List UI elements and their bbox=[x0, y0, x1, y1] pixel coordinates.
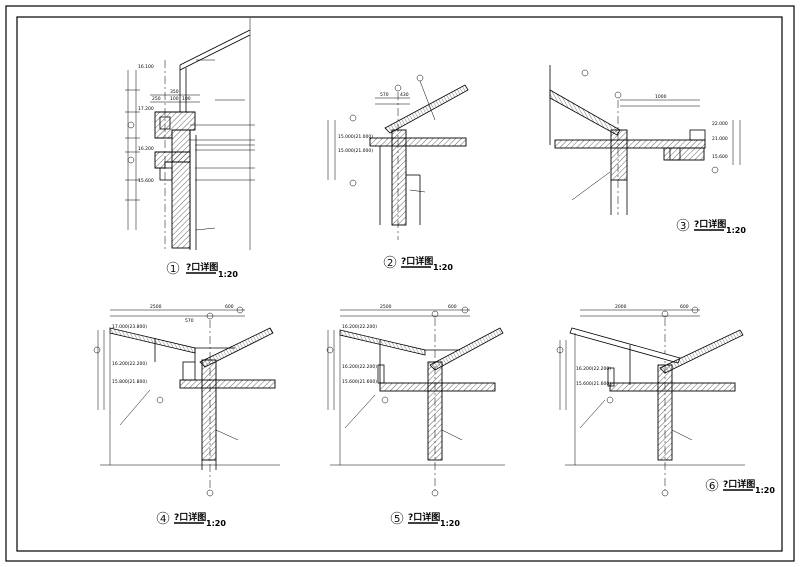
d4-number: 4 bbox=[160, 514, 166, 525]
d4-elev: 17.000(23.800) bbox=[112, 324, 147, 330]
d2-caption: ?口详图 bbox=[401, 255, 433, 267]
d3-wall bbox=[610, 129, 628, 181]
d4-dim: 600 bbox=[225, 304, 234, 310]
d1-dim-sub: 100 bbox=[182, 96, 191, 102]
d3-scale: 1:20 bbox=[726, 226, 746, 235]
d4-dim: 570 bbox=[185, 318, 194, 324]
d6-caption: ?口详图 bbox=[723, 478, 755, 490]
d4-elev: 16.200(22.200) bbox=[112, 361, 147, 367]
d1-scale: 1:20 bbox=[218, 270, 238, 279]
d3-elev: 22.000 bbox=[712, 121, 728, 127]
d1-number-circle bbox=[166, 261, 180, 275]
d6-wall bbox=[657, 364, 673, 461]
d4-slab bbox=[179, 379, 276, 389]
d1-dim-top: 350 bbox=[170, 89, 179, 95]
d5-dim: 2500 bbox=[380, 304, 392, 310]
d2-dim: 570 bbox=[380, 92, 389, 98]
d3-slab bbox=[554, 139, 706, 149]
d1-elev: 16.200 bbox=[138, 146, 154, 152]
d6-elev: 16.200(22.200) bbox=[576, 366, 611, 372]
d2-elev: 15.000(21.000) bbox=[338, 148, 373, 154]
d3-elev: 21.000 bbox=[712, 136, 728, 142]
detail-6: 2000 600 16.200(22.200) 15.600(21.600) 6… bbox=[556, 304, 775, 497]
d3-number: 3 bbox=[680, 221, 686, 232]
d4-wall bbox=[201, 359, 217, 461]
d5-caption: ?口详图 bbox=[408, 511, 440, 523]
detail-2: 570 430 15.000(21.000) 15.000(21.000) 2 … bbox=[327, 74, 469, 272]
d4-elev: 15.800(21.800) bbox=[112, 379, 147, 385]
detail-3: 1000 22.000 21.000 15.600 3 ?口详图 1:20 bbox=[549, 65, 746, 235]
d5-wall bbox=[427, 361, 443, 461]
d5-elev: 16.200(22.200) bbox=[342, 364, 377, 370]
d1-elev: 16.100 bbox=[138, 64, 154, 70]
d2-wall bbox=[391, 129, 407, 226]
d5-elev: 16.200(22.200) bbox=[342, 324, 377, 330]
d5-number: 5 bbox=[394, 514, 400, 525]
d5-dim: 600 bbox=[448, 304, 457, 310]
d1-caption: ?口详图 bbox=[186, 261, 218, 273]
d6-number: 6 bbox=[709, 481, 715, 492]
d1-callout bbox=[127, 121, 135, 129]
d3-dim: 1000 bbox=[655, 94, 667, 100]
d1-wall bbox=[171, 129, 191, 249]
detail-1: 350 250 100 100 16.100 17.200 16.200 15.… bbox=[125, 18, 255, 279]
detail-4: 2500 600 570 17.000(23.800) 16.200(22.20… bbox=[93, 304, 280, 528]
outer-border bbox=[5, 5, 795, 562]
d2-number: 2 bbox=[387, 258, 393, 269]
detail-5: 2500 600 16.200(22.200) 16.200(22.200) 1… bbox=[326, 304, 505, 528]
d3-elev: 15.600 bbox=[712, 154, 728, 160]
d6-slab bbox=[609, 382, 736, 392]
d2-dim: 430 bbox=[400, 92, 409, 98]
d6-roof bbox=[659, 329, 744, 374]
d6-dim: 600 bbox=[680, 304, 689, 310]
d1-ledge bbox=[154, 151, 191, 169]
d5-canopy bbox=[339, 329, 426, 356]
d1-callout bbox=[127, 156, 135, 164]
d2-scale: 1:20 bbox=[433, 263, 453, 272]
d2-slab bbox=[369, 137, 467, 147]
d5-scale: 1:20 bbox=[440, 519, 460, 528]
d3-roof bbox=[549, 89, 621, 136]
d2-roof bbox=[384, 84, 469, 134]
d1-gutter bbox=[154, 111, 196, 139]
d6-canopy bbox=[569, 327, 681, 364]
d1-number: 1 bbox=[170, 264, 176, 275]
d6-elev: 15.600(21.600) bbox=[576, 381, 611, 387]
d1-elev: 17.200 bbox=[138, 106, 154, 112]
d6-dim: 2000 bbox=[615, 304, 627, 310]
d5-elev: 15.600(21.600) bbox=[342, 379, 377, 385]
inner-border bbox=[16, 16, 783, 552]
d4-canopy bbox=[109, 327, 196, 354]
d4-scale: 1:20 bbox=[206, 519, 226, 528]
d4-dim: 2500 bbox=[150, 304, 162, 310]
d1-elev: 15.600 bbox=[138, 178, 154, 184]
d3-caption: ?口详图 bbox=[694, 218, 726, 230]
d1-dim-sub: 100 bbox=[170, 96, 179, 102]
d6-scale: 1:20 bbox=[755, 486, 775, 495]
d4-caption: ?口详图 bbox=[174, 511, 206, 523]
d1-dim-sub: 250 bbox=[152, 96, 161, 102]
d2-elev: 15.000(21.000) bbox=[338, 134, 373, 140]
